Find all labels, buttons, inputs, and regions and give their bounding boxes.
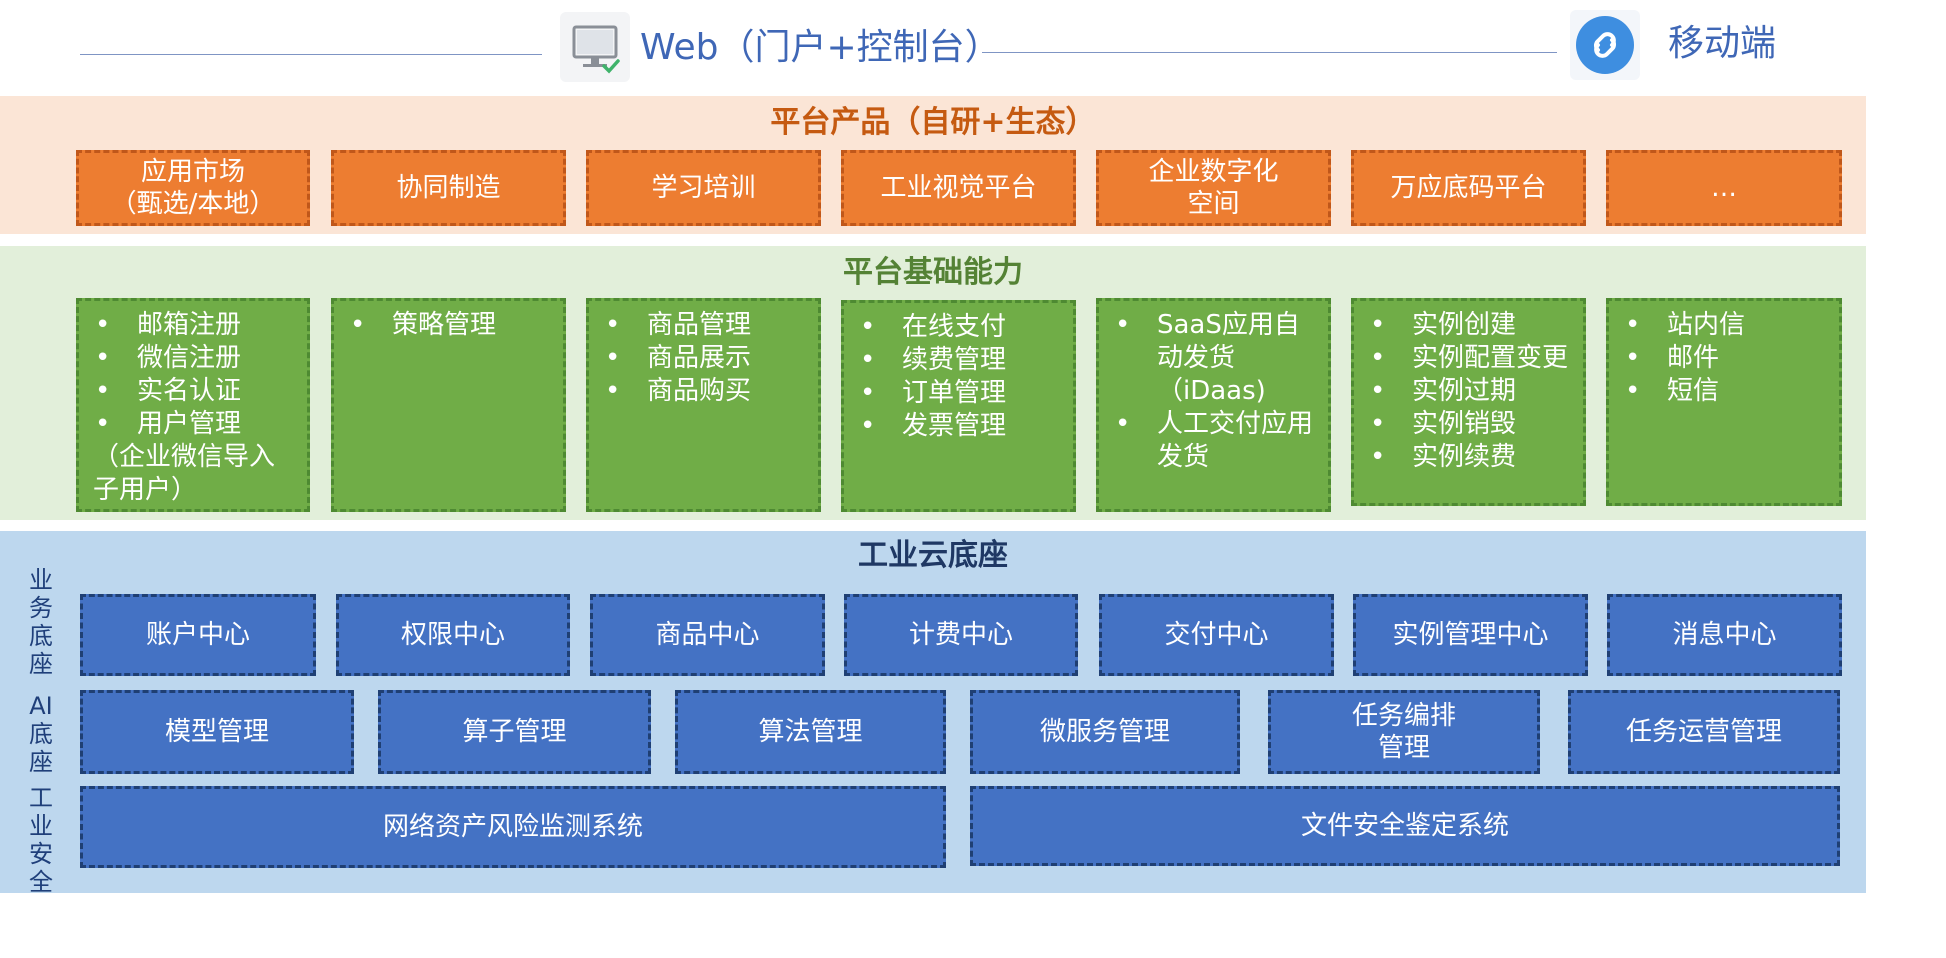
side-label-security: 工业安全 — [29, 784, 53, 896]
platform-products-title: 平台产品（自研+生态） — [770, 105, 1096, 140]
list-item: 订单管理 — [858, 377, 1065, 410]
product-label: 万应底码平台 — [1390, 173, 1547, 203]
ai-box-label: 任务编排 — [1351, 701, 1456, 731]
capability-column-message: 站内信 邮件 短信 — [1606, 298, 1842, 506]
capability-list: 站内信 邮件 短信 — [1623, 309, 1831, 408]
list-item: 商品展示 — [603, 342, 810, 375]
center-box-instance[interactable]: 实例管理中心 — [1353, 594, 1588, 676]
list-item: 用户管理 — [93, 408, 299, 441]
header-right-line — [982, 52, 1557, 53]
list-item: 邮箱注册 — [93, 309, 299, 342]
capability-list: 在线支付 续费管理 订单管理 发票管理 — [858, 311, 1065, 443]
product-label: 应用市场 — [140, 157, 245, 187]
ai-box-label: 算法管理 — [758, 717, 863, 747]
list-item: 续费管理 — [858, 344, 1065, 377]
center-box-delivery[interactable]: 交付中心 — [1099, 594, 1334, 676]
list-item: 邮件 — [1623, 342, 1831, 375]
product-sublabel: （甄选/本地） — [110, 189, 276, 219]
capability-list: 实例创建 实例配置变更 实例过期 实例销毁 实例续费 — [1368, 309, 1575, 474]
product-label: 企业数字化 — [1148, 157, 1279, 187]
list-item: 实例销毁 — [1368, 408, 1575, 441]
side-label-ai: AI底座 — [29, 692, 53, 776]
product-box-2[interactable]: 协同制造 — [331, 150, 566, 226]
capability-list: 邮箱注册 微信注册 实名认证 用户管理 （企业微信导入子用户） — [93, 309, 299, 507]
ai-box-operator[interactable]: 算子管理 — [378, 690, 651, 774]
center-box-account[interactable]: 账户中心 — [80, 594, 316, 676]
center-box-message[interactable]: 消息中心 — [1607, 594, 1842, 676]
mobile-icon-box — [1570, 10, 1640, 80]
ai-box-label: 模型管理 — [164, 717, 269, 747]
capability-list: 策略管理 — [348, 309, 555, 342]
list-item: 微信注册 — [93, 342, 299, 375]
product-label: 协同制造 — [396, 173, 501, 203]
list-item-note: （企业微信导入子用户） — [93, 442, 276, 505]
capability-column-policy: 策略管理 — [331, 298, 566, 512]
list-item: 人工交付应用发货 — [1113, 408, 1320, 474]
list-item: 站内信 — [1623, 309, 1831, 342]
capability-column-account: 邮箱注册 微信注册 实名认证 用户管理 （企业微信导入子用户） — [76, 298, 310, 512]
product-sublabel: 空间 — [1187, 189, 1240, 219]
list-item: 发票管理 — [858, 410, 1065, 443]
center-box-goods[interactable]: 商品中心 — [590, 594, 825, 676]
monitor-check-icon — [572, 25, 620, 74]
platform-capabilities-title: 平台基础能力 — [843, 255, 1023, 290]
list-item: 实例配置变更 — [1368, 342, 1575, 375]
capability-column-instance: 实例创建 实例配置变更 实例过期 实例销毁 实例续费 — [1351, 298, 1586, 506]
list-item: 实名认证 — [93, 375, 299, 408]
security-box-network[interactable]: 网络资产风险监测系统 — [80, 786, 946, 868]
ai-box-label: 任务运营管理 — [1625, 717, 1782, 747]
list-item: 商品管理 — [603, 309, 810, 342]
list-item: 策略管理 — [348, 309, 555, 342]
capability-column-delivery: SaaS应用自动发货（iDaas) 人工交付应用发货 — [1096, 298, 1331, 512]
product-box-3[interactable]: 学习培训 — [586, 150, 821, 226]
list-item: 商品购买 — [603, 375, 810, 408]
product-box-6[interactable]: 万应底码平台 — [1351, 150, 1586, 226]
product-box-7[interactable]: … — [1606, 150, 1842, 226]
security-box-file[interactable]: 文件安全鉴定系统 — [970, 786, 1840, 866]
list-item: 在线支付 — [858, 311, 1065, 344]
ai-box-algorithm[interactable]: 算法管理 — [675, 690, 946, 774]
center-box-billing[interactable]: 计费中心 — [844, 594, 1078, 676]
capability-list: SaaS应用自动发货（iDaas) 人工交付应用发货 — [1113, 309, 1320, 474]
ai-box-operations[interactable]: 任务运营管理 — [1568, 690, 1840, 774]
side-label-business: 业务底座 — [29, 566, 53, 678]
list-item: SaaS应用自动发货（iDaas) — [1113, 309, 1320, 408]
product-label: 工业视觉平台 — [880, 173, 1037, 203]
ai-box-sublabel: 管理 — [1377, 733, 1430, 763]
center-box-permission[interactable]: 权限中心 — [336, 594, 570, 676]
ai-box-label: 算子管理 — [462, 717, 567, 747]
capability-list: 商品管理 商品展示 商品购买 — [603, 309, 810, 408]
product-box-4[interactable]: 工业视觉平台 — [841, 150, 1076, 226]
capability-column-billing: 在线支付 续费管理 订单管理 发票管理 — [841, 300, 1076, 512]
industrial-cloud-title: 工业云底座 — [858, 538, 1008, 573]
ai-box-microservice[interactable]: 微服务管理 — [970, 690, 1240, 774]
ai-box-label: 微服务管理 — [1039, 717, 1170, 747]
list-item: 短信 — [1623, 375, 1831, 408]
product-label: … — [1711, 173, 1737, 203]
list-item: 实例续费 — [1368, 441, 1575, 474]
web-icon-box — [560, 12, 630, 82]
header-left-line — [80, 54, 542, 55]
mobile-label[interactable]: 移动端 — [1668, 23, 1777, 64]
list-item: 实例创建 — [1368, 309, 1575, 342]
product-box-5[interactable]: 企业数字化空间 — [1096, 150, 1331, 226]
capability-column-goods: 商品管理 商品展示 商品购买 — [586, 298, 821, 512]
mini-program-link-icon — [1576, 16, 1634, 74]
list-item: 实例过期 — [1368, 375, 1575, 408]
product-box-1[interactable]: 应用市场（甄选/本地） — [76, 150, 310, 226]
web-label[interactable]: Web（门户+控制台） — [640, 27, 1001, 68]
ai-box-model[interactable]: 模型管理 — [80, 690, 354, 774]
ai-box-orchestration[interactable]: 任务编排管理 — [1268, 690, 1540, 774]
product-label: 学习培训 — [651, 173, 756, 203]
